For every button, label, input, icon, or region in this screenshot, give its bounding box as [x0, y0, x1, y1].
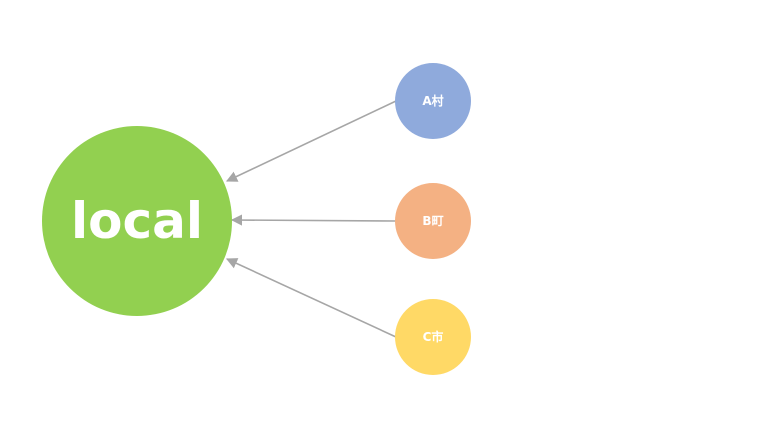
source-node-a-circle — [395, 63, 471, 139]
center-node-local: local — [42, 126, 232, 316]
arrow-b-to-local — [230, 214, 397, 226]
source-node-c-circle — [395, 299, 471, 375]
source-node-a-label: A村 — [422, 93, 443, 108]
source-node-b-circle — [395, 183, 471, 259]
arrow-a-to-local — [225, 100, 397, 182]
source-node-c-label: C市 — [423, 329, 444, 344]
center-node-circle — [42, 126, 232, 316]
source-node-b: B町 — [395, 183, 471, 259]
source-node-a: A村 — [395, 63, 471, 139]
source-node-c: C市 — [395, 299, 471, 375]
source-node-b-label: B町 — [422, 214, 443, 228]
arrow-c-to-local — [225, 258, 397, 338]
center-node-label: local — [71, 192, 203, 250]
